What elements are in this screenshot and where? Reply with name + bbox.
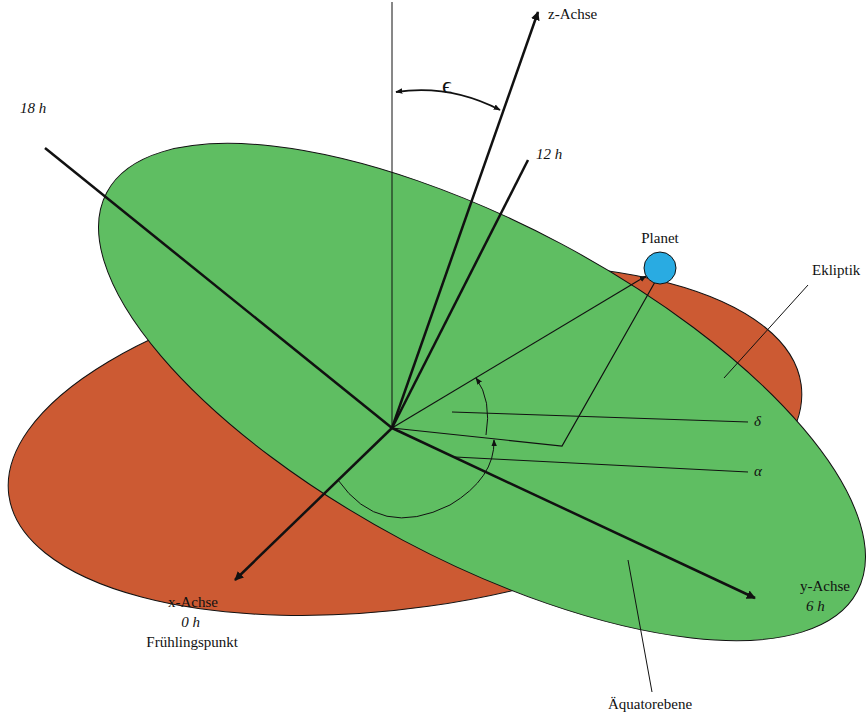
leader-line — [455, 457, 748, 472]
x-axis — [235, 428, 392, 580]
hour-label: 6 h — [806, 598, 825, 615]
plane-label: Äquatorebene — [608, 696, 692, 713]
leader-line — [452, 412, 748, 422]
axis-label: Frühlingspunkt — [146, 634, 238, 651]
axis-label: y-Achse — [800, 578, 850, 595]
leader-line — [628, 560, 652, 692]
z-axis — [392, 12, 538, 428]
hour-label: 0 h — [181, 614, 200, 631]
axis-label: x-Achse — [168, 594, 218, 611]
alpha-arc — [338, 440, 494, 518]
planet-symbol — [644, 252, 676, 284]
leader-line — [724, 285, 808, 378]
hour-label: 18 h — [20, 100, 46, 117]
projection-line — [392, 282, 655, 446]
angle-symbol: ϵ — [442, 72, 452, 98]
planet-vector — [392, 276, 646, 428]
delta-arc — [476, 378, 488, 435]
vertical-line — [392, 2, 393, 428]
hour-label: 12 h — [536, 146, 562, 163]
angle-label: δ — [754, 413, 761, 430]
planet-label: Planet — [641, 230, 679, 247]
plane-label: Ekliptik — [812, 262, 860, 279]
hour-line-18 — [45, 148, 392, 428]
y-axis — [392, 428, 755, 598]
axis-label: z-Achse — [548, 6, 597, 23]
equator-plane — [28, 44, 867, 718]
angle-label: α — [754, 463, 762, 480]
